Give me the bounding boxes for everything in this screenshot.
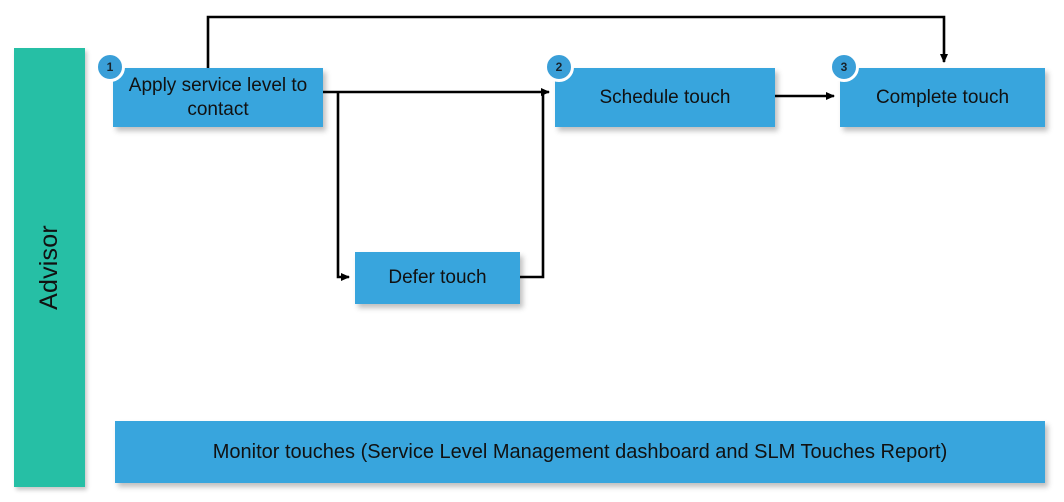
swimlane-label: Advisor bbox=[35, 225, 63, 310]
node-defer-touch-label: Defer touch bbox=[388, 267, 487, 289]
node-schedule-touch[interactable]: Schedule touch bbox=[555, 68, 775, 127]
step-badge-1: 1 bbox=[95, 52, 125, 82]
connector-defer-to-schedule bbox=[520, 93, 545, 279]
step-badge-3-label: 3 bbox=[840, 60, 848, 74]
connector-apply-to-defer bbox=[336, 93, 350, 281]
node-monitor-touches[interactable]: Monitor touches (Service Level Managemen… bbox=[115, 421, 1045, 483]
node-complete-touch-label: Complete touch bbox=[875, 86, 1010, 108]
node-schedule-touch-label: Schedule touch bbox=[599, 86, 731, 108]
step-badge-3: 3 bbox=[829, 52, 859, 82]
swimlane-advisor: Advisor bbox=[14, 48, 85, 487]
step-badge-2: 2 bbox=[544, 52, 574, 82]
step-badge-2-label: 2 bbox=[555, 60, 563, 74]
node-defer-touch[interactable]: Defer touch bbox=[355, 252, 520, 304]
node-monitor-touches-label: Monitor touches (Service Level Managemen… bbox=[212, 440, 948, 463]
step-badge-1-label: 1 bbox=[106, 60, 114, 74]
node-apply-service-level-label: Apply service level to contact bbox=[128, 74, 308, 120]
node-complete-touch[interactable]: Complete touch bbox=[840, 68, 1045, 127]
node-apply-service-level[interactable]: Apply service level to contact bbox=[113, 68, 323, 127]
